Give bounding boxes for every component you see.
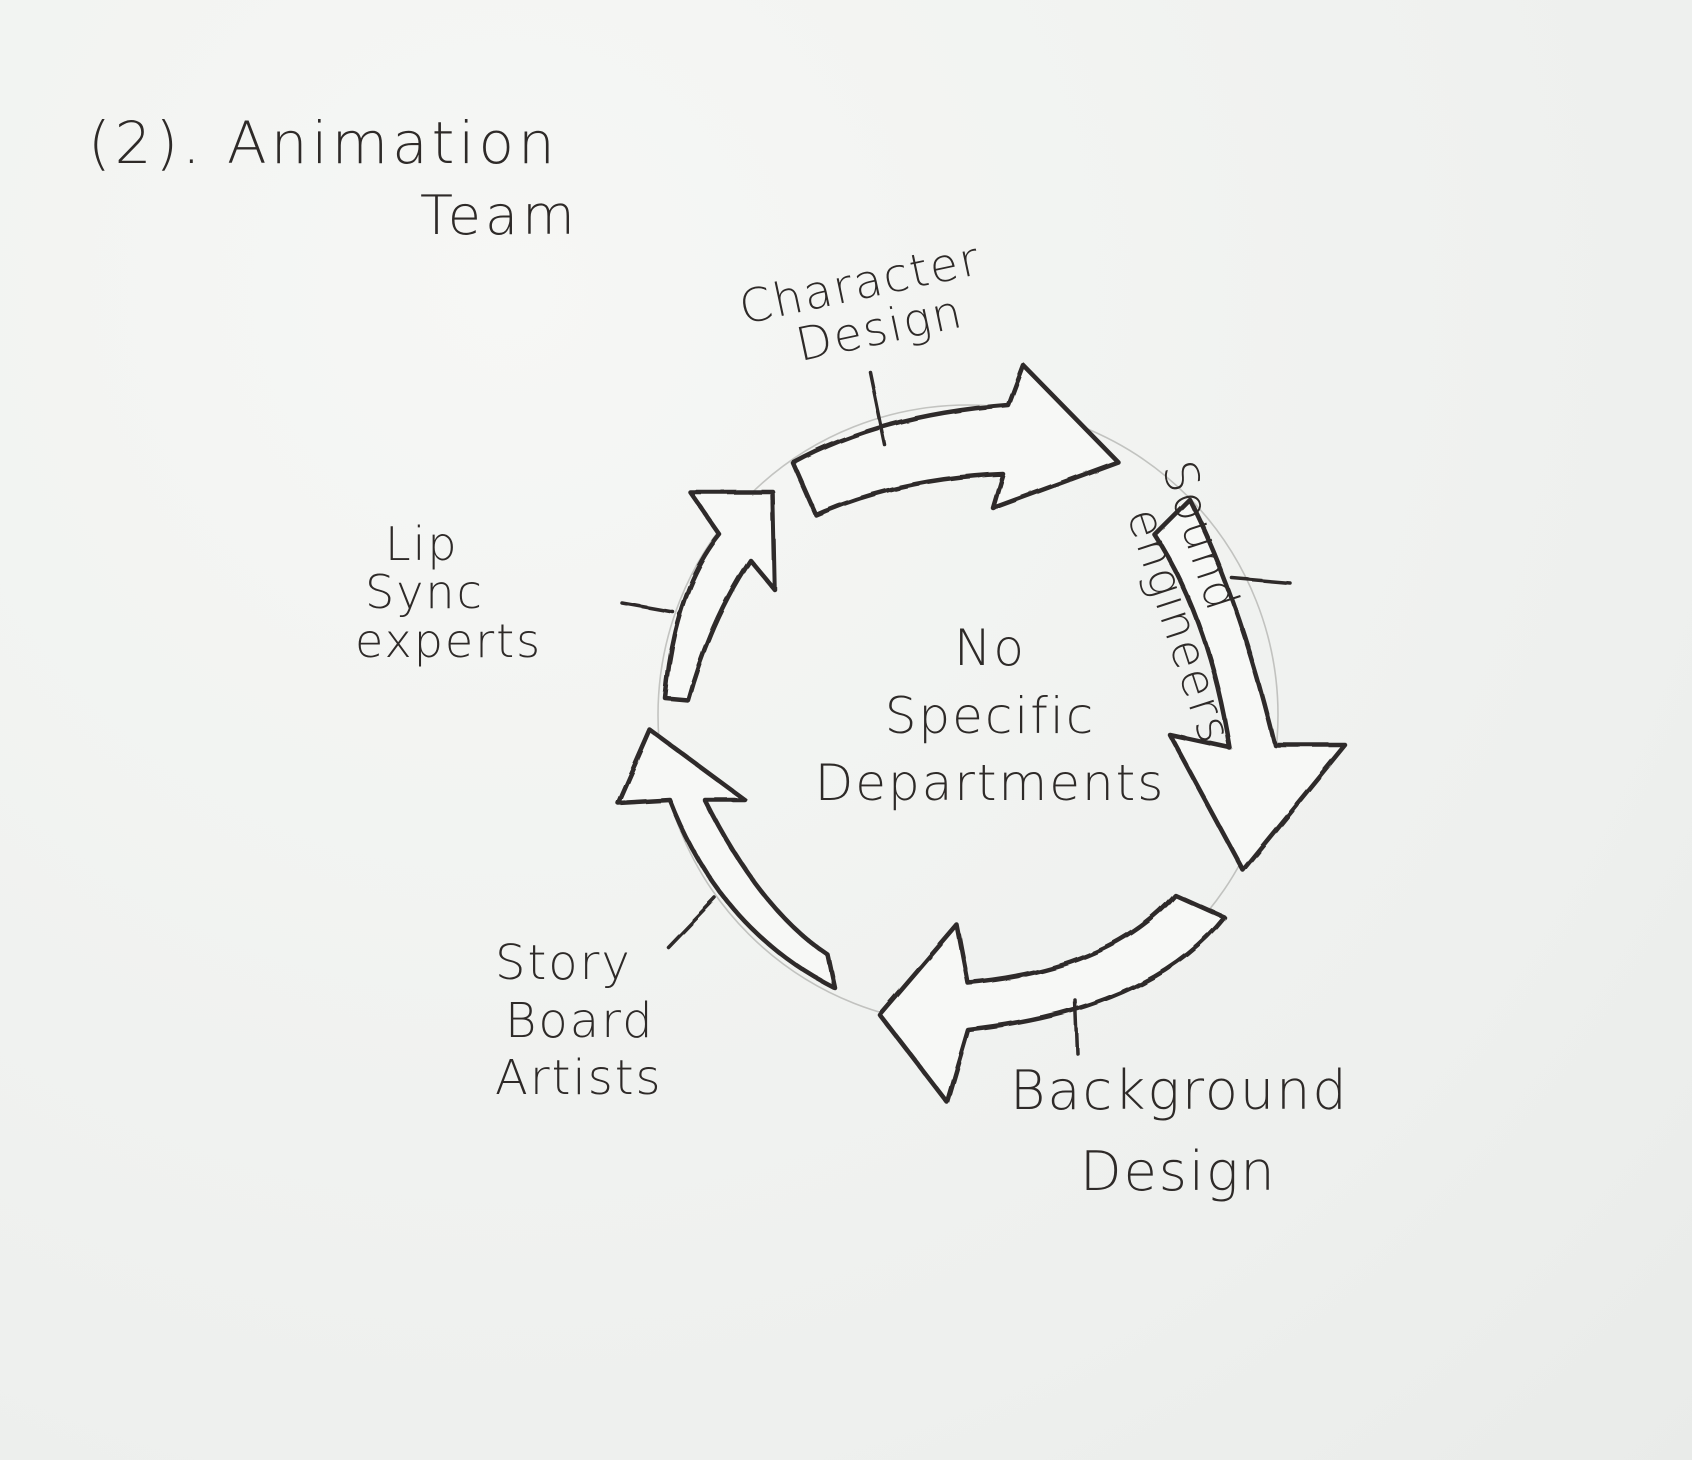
center-line-3: Departments [814,754,1166,812]
arrow-background-design [877,892,1227,1105]
label-lip-line2: Sync [365,565,484,620]
diagram-title-line1: (2). Animation [88,109,559,177]
label-background-design: Background Design [1010,1050,1349,1212]
arrow-storyboard-artists [615,727,838,991]
label-storyboard-artists: Story Board Artists [495,935,663,1108]
label-story-line2: Board [505,992,655,1049]
tick-sound [1230,576,1292,585]
tick-background [1073,998,1079,1055]
center-line-1: No [954,619,1026,677]
label-background-line1: Background [1010,1059,1349,1122]
label-lip-line1: Lip [385,517,459,571]
arrow-lip-sync [662,489,778,703]
center-label: No Specific Departments [780,615,1200,818]
center-line-2: Specific [884,686,1096,745]
label-lip-line3: experts [355,613,543,668]
label-story-line1: Story [495,935,632,991]
tick-lipsync [620,601,675,614]
arrow-sound-engineers [1152,497,1348,873]
label-story-line3: Artists [495,1050,663,1107]
label-lip-sync-experts: Lip Sync experts [355,520,542,665]
tick-character [868,370,887,447]
diagram-title-line2: Team [420,184,579,247]
arrow-character-design [790,362,1121,518]
tick-storyboard [666,896,717,949]
label-background-line2: Design [1080,1140,1277,1203]
